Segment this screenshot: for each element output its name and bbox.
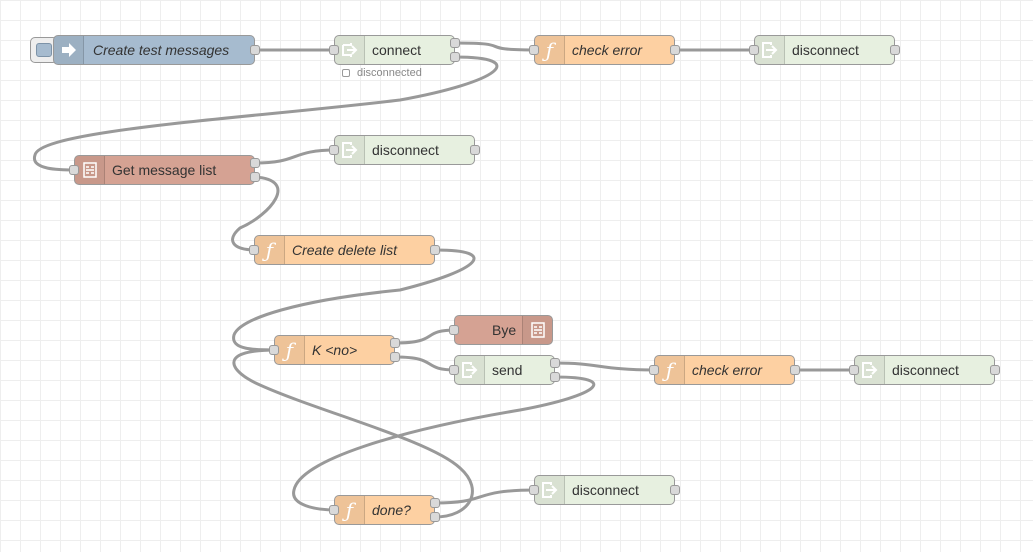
wire[interactable]: [394, 355, 457, 372]
output-port[interactable]: [790, 365, 800, 375]
input-port[interactable]: [749, 45, 759, 55]
tcp-out-icon: [535, 476, 565, 504]
input-port[interactable]: [269, 345, 279, 355]
inject-arrow-icon: [54, 36, 84, 64]
tcp-out-icon: [855, 356, 885, 384]
tcp-node-disconnect[interactable]: disconnect: [849, 355, 1000, 385]
node-label: check error: [692, 362, 763, 378]
function-node-done[interactable]: ƒ done?: [329, 495, 440, 525]
output-port[interactable]: [670, 485, 680, 495]
template-node-bye[interactable]: Bye: [449, 315, 553, 345]
node-label: Bye: [492, 322, 517, 338]
inject-trigger-icon: [36, 43, 52, 57]
tcp-out-icon: [455, 356, 485, 384]
template-node-get-message-list[interactable]: Get message list: [69, 155, 260, 185]
tcp-out-icon: [335, 136, 365, 164]
output-port[interactable]: [470, 145, 480, 155]
input-port[interactable]: [249, 245, 259, 255]
function-node-create-delete-list[interactable]: ƒ Create delete list: [249, 235, 440, 265]
output-port[interactable]: [990, 365, 1000, 375]
input-port[interactable]: [329, 45, 339, 55]
tcp-out-icon: [755, 36, 785, 64]
node-label: Create test messages: [93, 42, 230, 58]
input-port[interactable]: [449, 325, 459, 335]
output-port[interactable]: [550, 372, 560, 382]
node-label: K <no>: [312, 342, 358, 358]
function-icon: ƒ: [655, 356, 685, 384]
node-label: disconnect: [892, 362, 959, 378]
output-port[interactable]: [250, 158, 260, 168]
input-port[interactable]: [849, 365, 859, 375]
output-port[interactable]: [550, 358, 560, 368]
status-indicator: [342, 69, 350, 77]
output-port[interactable]: [250, 45, 260, 55]
output-port[interactable]: [430, 512, 440, 522]
output-port[interactable]: [250, 172, 260, 182]
function-node-check-error[interactable]: ƒ check error: [529, 35, 680, 65]
node-label: Create delete list: [292, 242, 398, 258]
tcp-node-send[interactable]: send: [449, 355, 560, 385]
output-port[interactable]: [890, 45, 900, 55]
output-port[interactable]: [450, 38, 460, 48]
node-label: send: [492, 362, 523, 378]
wire[interactable]: [231, 175, 280, 252]
tcp-node-disconnect[interactable]: disconnect: [749, 35, 900, 65]
function-icon: ƒ: [275, 336, 305, 364]
function-icon: ƒ: [255, 236, 285, 264]
output-port[interactable]: [390, 352, 400, 362]
wire[interactable]: [292, 375, 596, 512]
input-port[interactable]: [329, 145, 339, 155]
tcp-in-icon: [335, 36, 365, 64]
wire[interactable]: [554, 361, 657, 372]
node-label: check error: [572, 42, 643, 58]
function-icon: ƒ: [535, 36, 565, 64]
function-icon: ƒ: [335, 496, 365, 524]
node-label: connect: [372, 42, 422, 58]
function-node-check-error[interactable]: ƒ check error: [649, 355, 800, 385]
node-label: disconnect: [572, 482, 639, 498]
input-port[interactable]: [69, 165, 79, 175]
input-port[interactable]: [529, 45, 539, 55]
wire[interactable]: [434, 488, 537, 505]
wire[interactable]: [232, 348, 474, 519]
node-label: disconnect: [372, 142, 439, 158]
template-icon: [75, 156, 105, 184]
tcp-node-disconnect[interactable]: disconnect: [529, 475, 680, 505]
input-port[interactable]: [649, 365, 659, 375]
output-port[interactable]: [670, 45, 680, 55]
output-port[interactable]: [390, 338, 400, 348]
input-port[interactable]: [449, 365, 459, 375]
input-port[interactable]: [529, 485, 539, 495]
tcp-node-connect[interactable]: connect: [329, 35, 460, 65]
status-text: disconnected: [357, 67, 422, 79]
node-label: disconnect: [792, 42, 859, 58]
output-port[interactable]: [430, 498, 440, 508]
input-port[interactable]: [329, 505, 339, 515]
tcp-node-disconnect[interactable]: disconnect: [329, 135, 480, 165]
wire[interactable]: [454, 41, 539, 52]
function-node-k-no[interactable]: ƒ K <no>: [269, 335, 400, 365]
wire[interactable]: [394, 328, 457, 345]
output-port[interactable]: [450, 52, 460, 62]
wire[interactable]: [254, 148, 337, 165]
node-label: done?: [372, 502, 411, 518]
output-port[interactable]: [430, 245, 440, 255]
template-icon: [522, 316, 552, 344]
wire[interactable]: [232, 248, 476, 352]
node-label: Get message list: [112, 162, 217, 178]
inject-node-create-test-messages[interactable]: Create test messages: [53, 35, 260, 65]
wire[interactable]: [33, 55, 499, 172]
